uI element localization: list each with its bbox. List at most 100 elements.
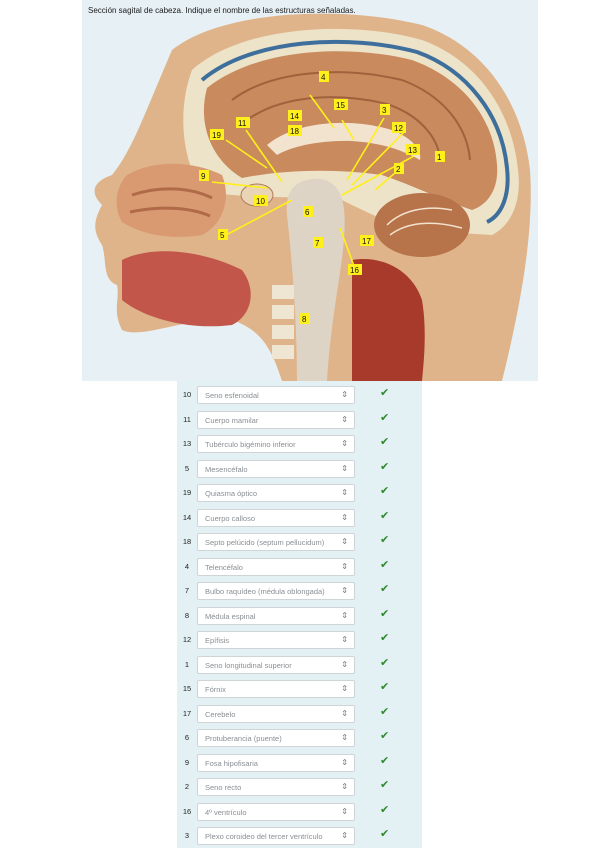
corpus-callosum [267, 122, 421, 160]
answer-select[interactable]: Cerebelo ⇕ [197, 704, 355, 723]
answer-select-value: Cuerpo calloso [205, 513, 256, 523]
checkmark-icon: ✔ [380, 754, 390, 767]
updown-caret-icon: ⇕ [341, 708, 348, 718]
figure-label: 14 [288, 110, 302, 121]
answer-select[interactable]: Bulbo raquídeo (médula oblongada) ⇕ [197, 582, 355, 600]
figure-label-text: 18 [290, 127, 299, 136]
answer-select-value: Fosa hipofisaria [205, 758, 258, 768]
answer-select[interactable]: Epífisis⇕ [197, 631, 355, 649]
figure-label-text: 16 [350, 266, 359, 275]
answer-number: 5 [184, 463, 190, 473]
answer-number: 8 [184, 610, 190, 620]
answer-number: 13 [182, 439, 192, 448]
answer-select-value: Epífisis [205, 636, 230, 645]
cerebellum [374, 193, 470, 257]
answer-select[interactable]: Telencéfalo⇕ [197, 557, 355, 576]
vertebra [272, 305, 294, 319]
figure-label-text: 19 [212, 131, 221, 140]
vertebra [272, 345, 294, 359]
answer-number: 7 [184, 586, 190, 595]
answer-select[interactable]: Cuerpo mamilar⇕ [197, 410, 355, 429]
answer-select-value: Seno longitudinal superior [205, 660, 292, 670]
answer-select[interactable]: Seno recto⇕ [197, 778, 355, 796]
answer-number: 1 [184, 659, 190, 669]
updown-caret-icon: ⇕ [341, 512, 348, 522]
figure-label-text: 17 [362, 237, 371, 246]
updown-caret-icon: ⇕ [341, 659, 348, 669]
figure-label-text: 1 [437, 153, 442, 162]
vertebra [272, 325, 294, 339]
answer-number: 10 [182, 390, 192, 399]
figure-label-text: 5 [220, 231, 225, 240]
answer-select[interactable]: Quiasma óptico⇕ [197, 484, 355, 502]
updown-caret-icon: ⇕ [341, 390, 348, 399]
checkmark-icon: ✔ [380, 681, 390, 693]
answer-number: 15 [182, 684, 192, 693]
updown-caret-icon: ⇕ [341, 782, 348, 791]
answer-select[interactable]: Mesencéfalo⇕ [197, 459, 355, 478]
answer-select[interactable]: Médula espinal⇕ [197, 606, 355, 625]
leader-lines [211, 94, 415, 267]
answer-select[interactable]: 4º ventrículo⇕ [197, 802, 355, 821]
checkmark-icon: ✔ [380, 632, 390, 644]
checkmark-icon: ✔ [380, 411, 390, 424]
answer-row: 16 4º ventrículo⇕ ✔ [177, 801, 422, 825]
figure-label-text: 8 [302, 315, 307, 324]
checkmark-icon: ✔ [380, 534, 390, 546]
checkmark-icon: ✔ [380, 730, 390, 742]
checkmark-icon: ✔ [380, 828, 390, 840]
answer-number: 6 [184, 733, 190, 742]
answer-row: 10 Seno esfenoidal⇕ ✔ [177, 384, 422, 408]
answer-select[interactable]: Seno esfenoidal⇕ [197, 386, 355, 404]
updown-caret-icon: ⇕ [341, 586, 348, 595]
figure-label-text: 15 [336, 101, 345, 110]
arbor-vitae [386, 207, 463, 236]
answer-row: 6 Protuberancia (puente)⇕ ✔ [177, 727, 422, 751]
figure-label-text: 11 [238, 119, 247, 128]
answer-number: 17 [182, 708, 192, 718]
answer-select[interactable]: Plexo coroideo del tercer ventrículo⇕ [197, 827, 355, 845]
checkmark-icon: ✔ [380, 485, 390, 497]
answer-number: 2 [184, 782, 190, 791]
answer-select[interactable]: Tubérculo bigémino inferior⇕ [197, 435, 355, 453]
figure-label: 9 [199, 170, 209, 181]
answer-number: 9 [184, 757, 190, 767]
answer-select[interactable]: Cuerpo calloso ⇕ [197, 508, 355, 527]
updown-caret-icon: ⇕ [341, 610, 348, 620]
updown-caret-icon: ⇕ [341, 537, 348, 546]
answer-number: 16 [182, 806, 192, 816]
updown-caret-icon: ⇕ [341, 806, 348, 816]
figure-label-text: 10 [256, 197, 265, 206]
answer-select[interactable]: Septo pelúcido (septum pellucidum)⇕ [197, 533, 355, 551]
checkmark-icon: ✔ [380, 803, 390, 816]
checkmark-icon: ✔ [380, 558, 390, 571]
checkmark-icon: ✔ [380, 387, 390, 399]
brainstem-spinal-cord [286, 178, 345, 381]
answer-select-value: Bulbo raquídeo (médula oblongada) [205, 587, 325, 596]
answer-select-value: Cerebelo [205, 709, 236, 719]
answer-select[interactable]: Fosa hipofisaria⇕ [197, 753, 355, 772]
posterior-neck-muscle [352, 259, 425, 381]
figure-label: 6 [303, 206, 313, 217]
figure-label: 18 [288, 125, 302, 136]
answer-select-value: Fórnix [205, 685, 226, 694]
updown-caret-icon: ⇕ [341, 831, 348, 840]
answer-select-value: Tubérculo bigémino inferior [205, 440, 296, 449]
checkmark-icon: ✔ [380, 607, 390, 620]
updown-caret-icon: ⇕ [341, 733, 348, 742]
figure-label: 2 [394, 163, 404, 174]
updown-caret-icon: ⇕ [341, 684, 348, 693]
answer-select[interactable]: Seno longitudinal superior ⇕ [197, 655, 355, 674]
figure-label: 3 [380, 104, 390, 115]
answer-select[interactable]: Fórnix ⇕ [197, 680, 355, 698]
figure-label: 15 [334, 99, 348, 110]
nasal-cavity [116, 163, 226, 237]
figure-label: 16 [348, 264, 362, 275]
nasal-conchae [129, 187, 213, 218]
answer-select[interactable]: Protuberancia (puente)⇕ [197, 729, 355, 747]
